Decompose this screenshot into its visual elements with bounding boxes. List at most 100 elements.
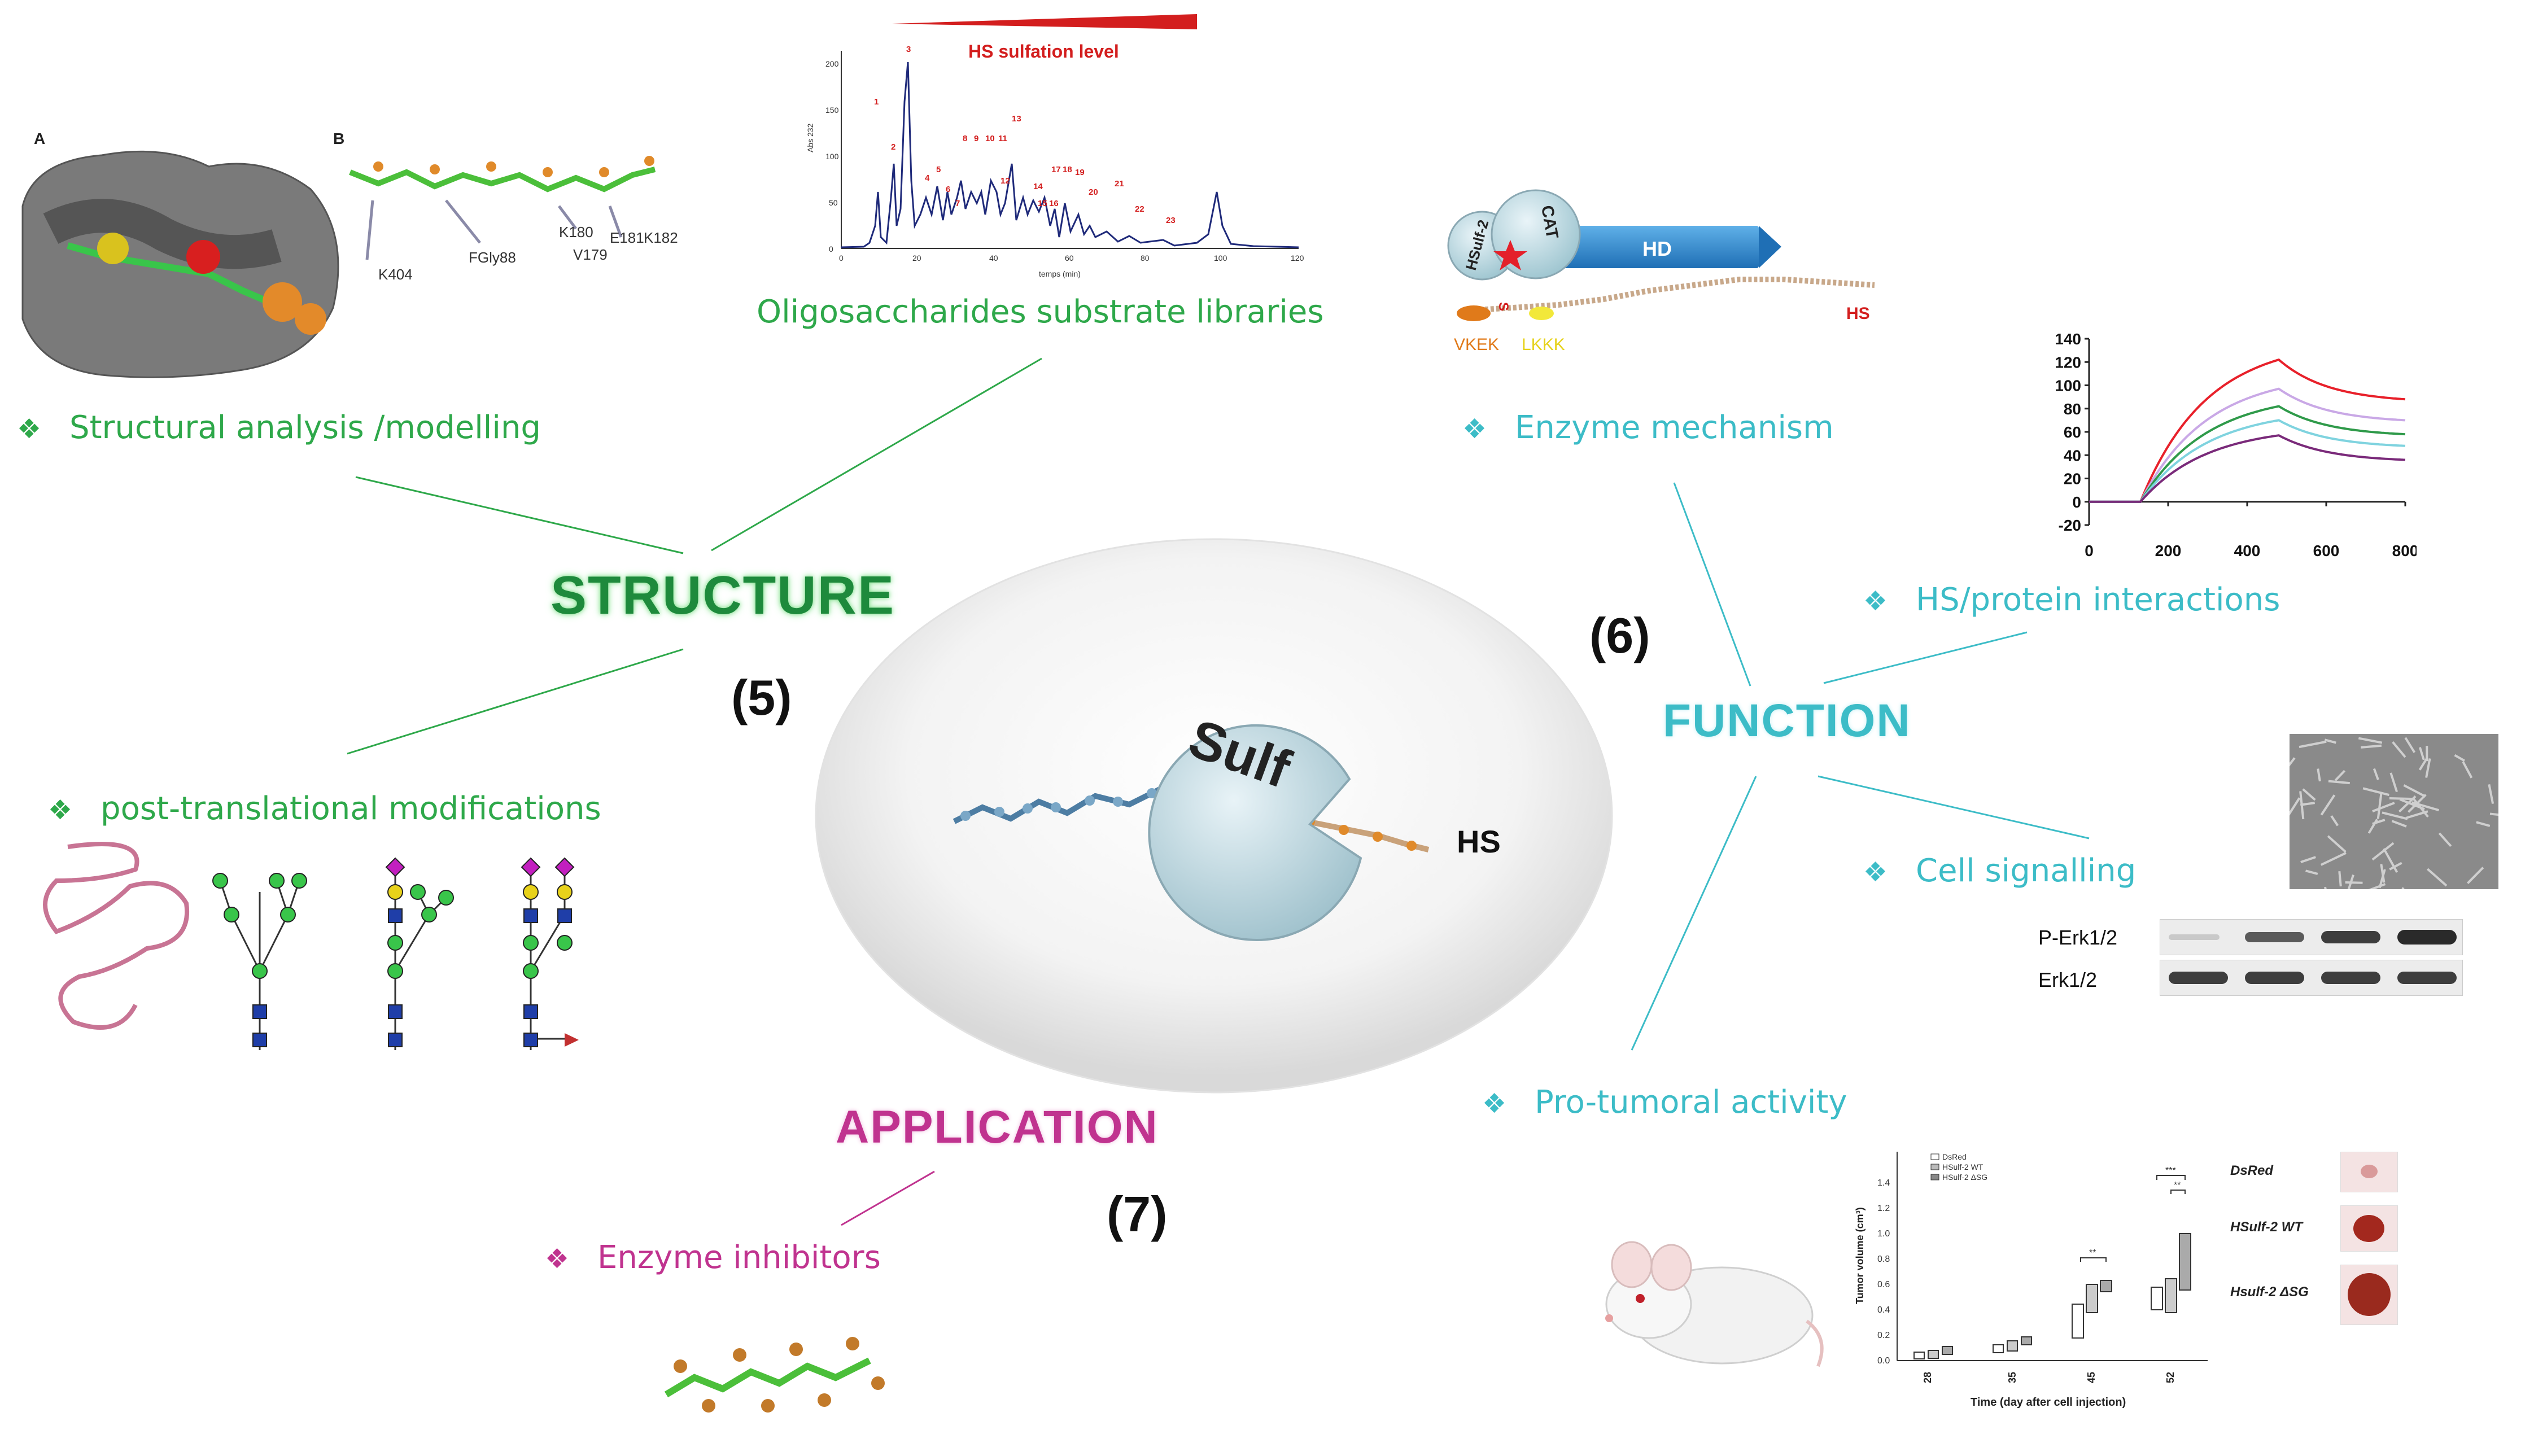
cell-shape bbox=[2438, 832, 2452, 847]
cell-shape bbox=[2418, 757, 2428, 771]
sulfation-gradient-wedge bbox=[892, 14, 1197, 29]
glycan-residue bbox=[252, 963, 268, 979]
cell-shape bbox=[2372, 802, 2395, 813]
cell-shape bbox=[2320, 852, 2347, 866]
cell-shape bbox=[2290, 797, 2301, 816]
bullet-icon: ❖ bbox=[1863, 856, 1888, 888]
spr-y-tick-label: 120 bbox=[2055, 353, 2081, 371]
cell-shape bbox=[2358, 737, 2383, 744]
tumor-photo bbox=[2340, 1265, 2398, 1325]
cell-shape bbox=[2404, 737, 2416, 753]
svg-text:100: 100 bbox=[825, 152, 839, 161]
spr-y-tick-label: 100 bbox=[2055, 377, 2081, 395]
svg-text:DsRed: DsRed bbox=[1942, 1152, 1967, 1161]
active-site-star-icon bbox=[1493, 240, 1527, 270]
cell-shape bbox=[2361, 744, 2382, 749]
svg-text:6: 6 bbox=[946, 185, 950, 194]
protein-loop-shape bbox=[43, 842, 190, 1030]
tumor-y-tick-label: 1.0 bbox=[1877, 1229, 1890, 1239]
cell-shape bbox=[2305, 869, 2318, 875]
bullet-icon: ❖ bbox=[1863, 585, 1888, 617]
svg-text:35: 35 bbox=[2007, 1372, 2018, 1383]
svg-text:45: 45 bbox=[2086, 1372, 2097, 1383]
cell-shape bbox=[2376, 792, 2383, 819]
spr-series-line bbox=[2089, 434, 2406, 503]
cell-shape bbox=[2476, 821, 2491, 827]
spr-y-tick-label: 40 bbox=[2064, 447, 2081, 464]
svg-text:20: 20 bbox=[912, 253, 921, 263]
svg-text:**: ** bbox=[2174, 1180, 2181, 1190]
cell-shape bbox=[2338, 871, 2342, 887]
svg-text:22: 22 bbox=[1135, 204, 1144, 214]
svg-text:13: 13 bbox=[1012, 114, 1021, 124]
cell-shape bbox=[2368, 883, 2386, 889]
cell-shape bbox=[2302, 788, 2316, 801]
tumor-photo-label: HSulf-2 WT bbox=[2230, 1219, 2303, 1235]
cell-shape bbox=[2383, 848, 2398, 873]
cell-shape bbox=[2392, 741, 2406, 758]
cell-shape bbox=[2345, 881, 2363, 884]
cell-shape bbox=[2391, 820, 2407, 828]
svg-text:60: 60 bbox=[1065, 253, 1074, 263]
svg-text:10: 10 bbox=[985, 134, 995, 143]
cell-shape bbox=[2328, 780, 2350, 785]
svg-text:VKEK: VKEK bbox=[1454, 335, 1499, 354]
tumor-photo-label: Hsulf-2 ΔSG bbox=[2230, 1284, 2309, 1300]
cell-shape bbox=[2405, 810, 2428, 819]
svg-text:***: *** bbox=[2165, 1166, 2176, 1175]
mouse-image bbox=[1605, 1241, 1824, 1367]
svg-text:**: ** bbox=[2089, 1248, 2096, 1258]
bullet-icon: ❖ bbox=[17, 413, 42, 445]
tumor-y-tick-label: 0.8 bbox=[1877, 1254, 1890, 1264]
tumor-y-tick-label: 0.6 bbox=[1877, 1280, 1890, 1289]
cell-shape bbox=[2489, 812, 2498, 816]
svg-text:16: 16 bbox=[1049, 199, 1059, 208]
label-cell-signalling: ❖Cell signalling bbox=[1863, 852, 2137, 889]
spr-y-tick-label: 140 bbox=[2055, 330, 2081, 348]
tumor-chart: 0.00.20.40.60.81.01.21.4 Tumor volume (c… bbox=[1854, 1152, 2208, 1409]
bullet-icon: ❖ bbox=[1482, 1088, 1507, 1120]
tumor-legend: DsRed HSulf-2 WT HSulf-2 ΔSG bbox=[1930, 1152, 1987, 1182]
tumor-boxes bbox=[1913, 1233, 2191, 1359]
svg-text:5: 5 bbox=[936, 165, 941, 174]
svg-text:LKKK: LKKK bbox=[1522, 335, 1565, 354]
cell-micrograph bbox=[2290, 734, 2498, 889]
cell-shape bbox=[2373, 768, 2379, 780]
svg-text:K182: K182 bbox=[644, 229, 678, 246]
cell-shape bbox=[2347, 875, 2354, 889]
svg-text:0: 0 bbox=[839, 253, 844, 263]
cell-shape bbox=[2330, 815, 2339, 827]
spr-x-tick-label: 0 bbox=[2085, 542, 2094, 559]
svg-text:17: 17 bbox=[1051, 165, 1061, 174]
glycan-residue bbox=[523, 935, 539, 951]
tumor-y-tick-label: 0.4 bbox=[1877, 1305, 1890, 1315]
svg-text:23: 23 bbox=[1166, 216, 1176, 225]
center-ellipse: Sulf HS bbox=[815, 538, 1613, 1094]
svg-text:0: 0 bbox=[829, 244, 833, 253]
svg-text:Abs 232: Abs 232 bbox=[806, 123, 815, 152]
spr-x-tick-label: 600 bbox=[2313, 542, 2340, 559]
tumor-photo bbox=[2340, 1205, 2398, 1252]
cell-shape bbox=[2399, 798, 2425, 811]
tumor-y-tick-label: 1.2 bbox=[1877, 1204, 1890, 1213]
spr-y-tick-label: 60 bbox=[2064, 423, 2081, 441]
cell-shape bbox=[2425, 758, 2431, 778]
svg-text:A: A bbox=[34, 130, 45, 147]
svg-text:40: 40 bbox=[989, 253, 998, 263]
bullet-icon: ❖ bbox=[48, 794, 73, 826]
svg-text:HSulf-2 WT: HSulf-2 WT bbox=[1942, 1162, 1983, 1171]
cell-shape bbox=[2299, 791, 2305, 820]
tumor-photos: DsRed HSulf-2 WT Hsulf-2 ΔSG bbox=[2230, 1146, 2400, 1338]
svg-text:K180: K180 bbox=[559, 224, 593, 241]
svg-text:15: 15 bbox=[1038, 199, 1047, 208]
svg-text:8: 8 bbox=[963, 134, 967, 143]
glycan-residue bbox=[523, 963, 539, 979]
spr-x-tick-label: 200 bbox=[2155, 542, 2182, 559]
significance-brackets bbox=[2080, 1175, 2186, 1262]
ptm-illustration bbox=[43, 842, 579, 1050]
svg-text:20: 20 bbox=[1089, 187, 1098, 197]
svg-text:120: 120 bbox=[1291, 253, 1304, 263]
svg-text:2: 2 bbox=[891, 142, 895, 152]
glycan-residue bbox=[224, 907, 239, 922]
